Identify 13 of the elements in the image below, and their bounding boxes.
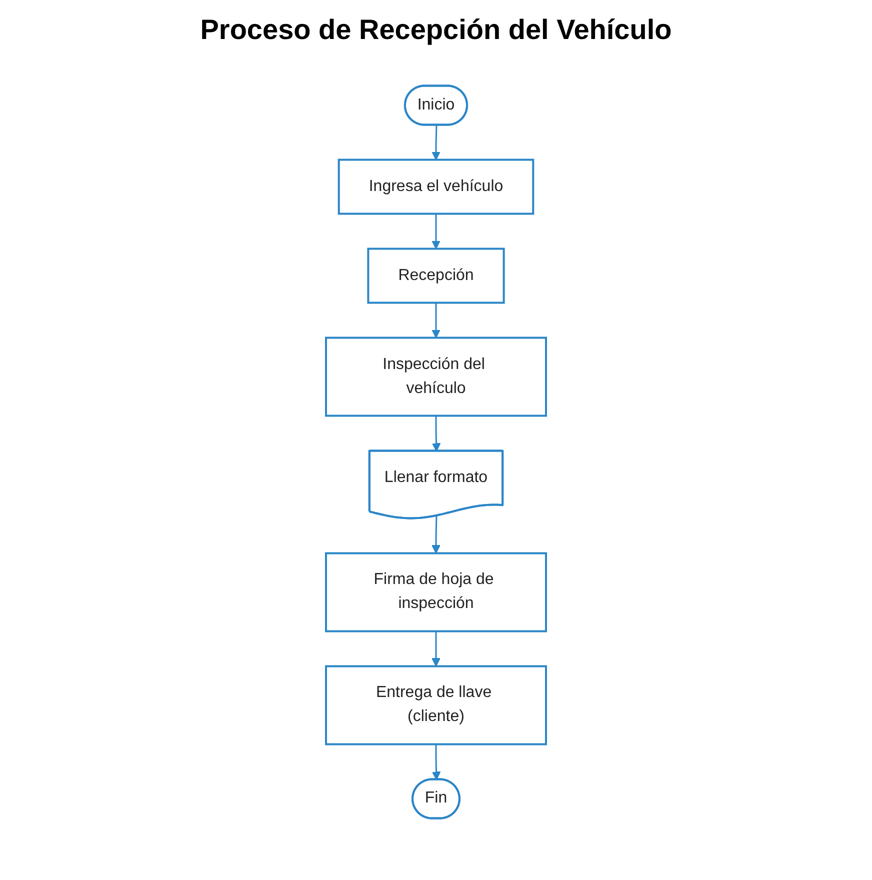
arrow xyxy=(432,631,440,667)
node-box: Firma de hoja de inspección xyxy=(325,552,547,632)
node-box: Recepción xyxy=(367,248,505,304)
diagram-title: Proceso de Recepción del Vehículo xyxy=(199,14,673,46)
arrow xyxy=(432,214,440,250)
node-box: Ingresa el vehículo xyxy=(338,158,534,215)
node-box: Inspección del vehículo xyxy=(325,336,547,417)
arrow xyxy=(432,302,440,338)
node-box: Entrega de llave (cliente) xyxy=(325,665,547,746)
arrow xyxy=(432,416,441,452)
arrow xyxy=(432,744,441,780)
arrow xyxy=(432,516,440,554)
arrow xyxy=(432,125,440,160)
